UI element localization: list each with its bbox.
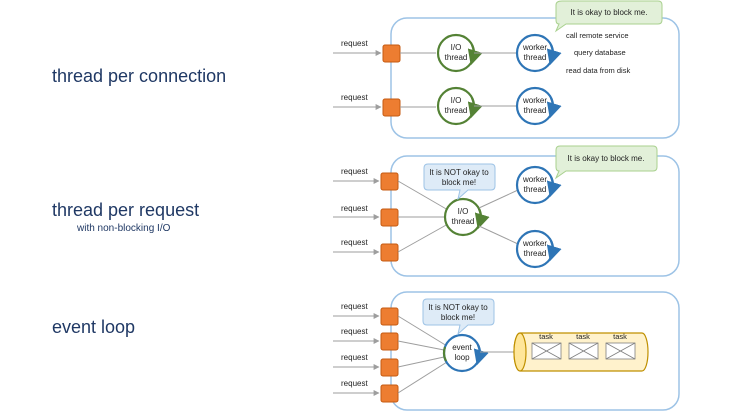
callout-ok-to-block: It is okay to block me.	[554, 0, 663, 33]
connector	[478, 189, 519, 209]
request-label: request	[341, 379, 368, 388]
callout-ok-to-block: It is okay to block me.	[554, 145, 658, 180]
request-box	[382, 98, 401, 117]
request-box	[380, 358, 399, 377]
svg-text:It is NOT okay to: It is NOT okay to	[429, 168, 489, 177]
svg-text:block me!: block me!	[442, 178, 476, 187]
heading-thread-per-request: thread per request	[52, 200, 200, 220]
svg-text:worker: worker	[522, 175, 547, 184]
section-event-loop: request request request request event lo…	[333, 291, 680, 411]
request-box	[382, 44, 401, 63]
request-label: request	[341, 93, 368, 102]
request-box	[380, 332, 399, 351]
worker-thread: worker thread	[515, 86, 562, 126]
svg-text:I/O: I/O	[451, 96, 462, 105]
svg-text:It is NOT okay to: It is NOT okay to	[428, 303, 488, 312]
svg-text:task: task	[613, 332, 627, 341]
svg-text:thread: thread	[524, 53, 547, 62]
svg-text:worker: worker	[522, 96, 547, 105]
svg-text:loop: loop	[454, 353, 470, 362]
heading-event-loop: event loop	[52, 317, 136, 337]
section-thread-per-request: request request request I/O thread	[333, 145, 680, 277]
svg-text:worker: worker	[522, 43, 547, 52]
svg-text:task: task	[576, 332, 590, 341]
request-box	[380, 172, 399, 191]
svg-text:event: event	[452, 343, 472, 352]
worker-thread: worker thread	[515, 229, 562, 269]
request-box	[380, 307, 399, 326]
svg-text:thread: thread	[452, 217, 475, 226]
svg-text:block me!: block me!	[441, 313, 475, 322]
worker-task-label: call remote service	[566, 31, 629, 40]
request-label: request	[341, 302, 368, 311]
request-box	[380, 243, 399, 262]
request-label: request	[341, 39, 368, 48]
request-label: request	[341, 167, 368, 176]
event-loop-thread: event loop	[442, 333, 489, 373]
svg-text:I/O: I/O	[458, 207, 469, 216]
request-box	[380, 208, 399, 227]
worker-task-label: query database	[574, 48, 626, 57]
svg-text:task: task	[539, 332, 553, 341]
connector	[397, 180, 449, 211]
callout-not-ok-to-block: It is NOT okay to block me!	[423, 163, 496, 201]
section-thread-per-connection: request I/O thread worker thread call re…	[333, 0, 680, 139]
svg-text:It is okay to block me.: It is okay to block me.	[571, 8, 648, 17]
request-box	[380, 384, 399, 403]
worker-task-label: read data from disk	[566, 66, 630, 75]
subheading-non-blocking-io: with non-blocking I/O	[77, 223, 171, 234]
svg-text:I/O: I/O	[451, 43, 462, 52]
heading-thread-per-connection: thread per connection	[52, 66, 227, 86]
connector	[478, 225, 519, 245]
svg-text:thread: thread	[445, 106, 468, 115]
task-item: task	[568, 332, 599, 360]
request-label: request	[341, 327, 368, 336]
io-thread: I/O thread	[443, 197, 490, 237]
request-label: request	[341, 353, 368, 362]
io-thread: I/O thread	[436, 86, 483, 126]
request-label: request	[341, 204, 368, 213]
worker-thread: worker thread	[515, 165, 562, 205]
svg-text:thread: thread	[524, 106, 547, 115]
svg-text:thread: thread	[524, 249, 547, 258]
connector	[397, 356, 445, 368]
connector	[397, 361, 448, 394]
svg-text:worker: worker	[522, 239, 547, 248]
connector	[397, 223, 449, 253]
svg-text:thread: thread	[445, 53, 468, 62]
svg-text:thread: thread	[524, 185, 547, 194]
io-thread: I/O thread	[436, 33, 483, 73]
task-queue: task task task	[513, 332, 649, 372]
task-item: task	[605, 332, 636, 360]
connector	[397, 340, 445, 351]
connector	[397, 315, 448, 347]
task-item: task	[531, 332, 562, 360]
svg-text:It is okay to block me.: It is okay to block me.	[568, 154, 645, 163]
worker-thread: worker thread	[515, 33, 562, 73]
callout-not-ok-to-block: It is NOT okay to block me!	[422, 298, 495, 336]
request-label: request	[341, 238, 368, 247]
